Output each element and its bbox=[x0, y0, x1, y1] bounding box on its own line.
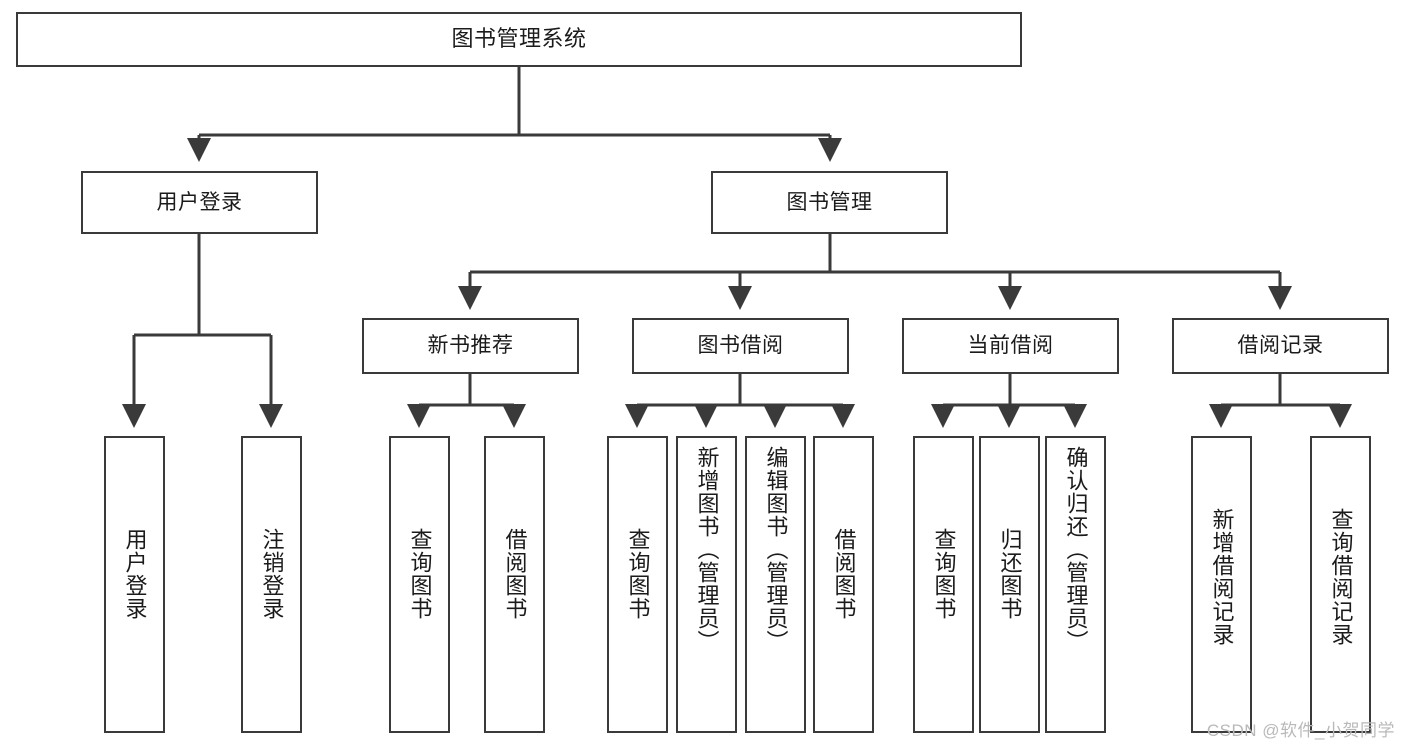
node-label: 用户登录 bbox=[156, 190, 243, 214]
node-borrow-record[interactable]: 借阅记录 bbox=[1172, 318, 1389, 374]
node-label: 新书推荐 bbox=[427, 334, 514, 358]
node-label: 图书管理 bbox=[786, 190, 873, 214]
node-label: 查询图书 bbox=[407, 528, 433, 620]
csdn-watermark: CSDN @软件_小贺同学 bbox=[1206, 721, 1395, 740]
leaf-borrow-add-book-admin[interactable]: 新增图书（管理员） bbox=[676, 436, 737, 733]
node-label: 借阅记录 bbox=[1237, 334, 1324, 358]
node-book-borrow[interactable]: 图书借阅 bbox=[632, 318, 849, 374]
node-root-system[interactable]: 图书管理系统 bbox=[16, 12, 1022, 67]
node-label: 编辑图书（管理员） bbox=[763, 446, 789, 653]
node-label: 借阅图书 bbox=[502, 528, 528, 620]
node-label: 查询借阅记录 bbox=[1328, 508, 1354, 646]
leaf-record-add-record[interactable]: 新增借阅记录 bbox=[1191, 436, 1252, 733]
leaf-record-query-record[interactable]: 查询借阅记录 bbox=[1310, 436, 1371, 733]
node-label: 新增借阅记录 bbox=[1209, 508, 1235, 646]
node-label: 确认归还（管理员） bbox=[1063, 446, 1089, 653]
leaf-borrow-edit-book-admin[interactable]: 编辑图书（管理员） bbox=[745, 436, 806, 733]
leaf-recommend-borrow-book[interactable]: 借阅图书 bbox=[484, 436, 545, 733]
node-label: 当前借阅 bbox=[967, 334, 1054, 358]
node-label: 注销登录 bbox=[259, 528, 285, 620]
node-label: 图书借阅 bbox=[697, 334, 784, 358]
node-label: 借阅图书 bbox=[831, 528, 857, 620]
node-book-management[interactable]: 图书管理 bbox=[711, 171, 948, 234]
node-current-borrow[interactable]: 当前借阅 bbox=[902, 318, 1119, 374]
leaf-current-query-book[interactable]: 查询图书 bbox=[913, 436, 974, 733]
node-new-book-recommend[interactable]: 新书推荐 bbox=[362, 318, 579, 374]
node-label: 用户登录 bbox=[122, 528, 148, 620]
node-label: 查询图书 bbox=[931, 528, 957, 620]
leaf-current-confirm-return-admin[interactable]: 确认归还（管理员） bbox=[1045, 436, 1106, 733]
node-label: 归还图书 bbox=[997, 528, 1023, 620]
node-label: 图书管理系统 bbox=[451, 26, 587, 52]
leaf-user-login-logout[interactable]: 注销登录 bbox=[241, 436, 302, 733]
leaf-current-return-book[interactable]: 归还图书 bbox=[979, 436, 1040, 733]
leaf-user-login-login[interactable]: 用户登录 bbox=[104, 436, 165, 733]
leaf-borrow-borrow-book[interactable]: 借阅图书 bbox=[813, 436, 874, 733]
leaf-borrow-query-book[interactable]: 查询图书 bbox=[607, 436, 668, 733]
leaf-recommend-query-book[interactable]: 查询图书 bbox=[389, 436, 450, 733]
node-label: 查询图书 bbox=[625, 528, 651, 620]
node-label: 新增图书（管理员） bbox=[694, 446, 720, 653]
node-user-login[interactable]: 用户登录 bbox=[81, 171, 318, 234]
